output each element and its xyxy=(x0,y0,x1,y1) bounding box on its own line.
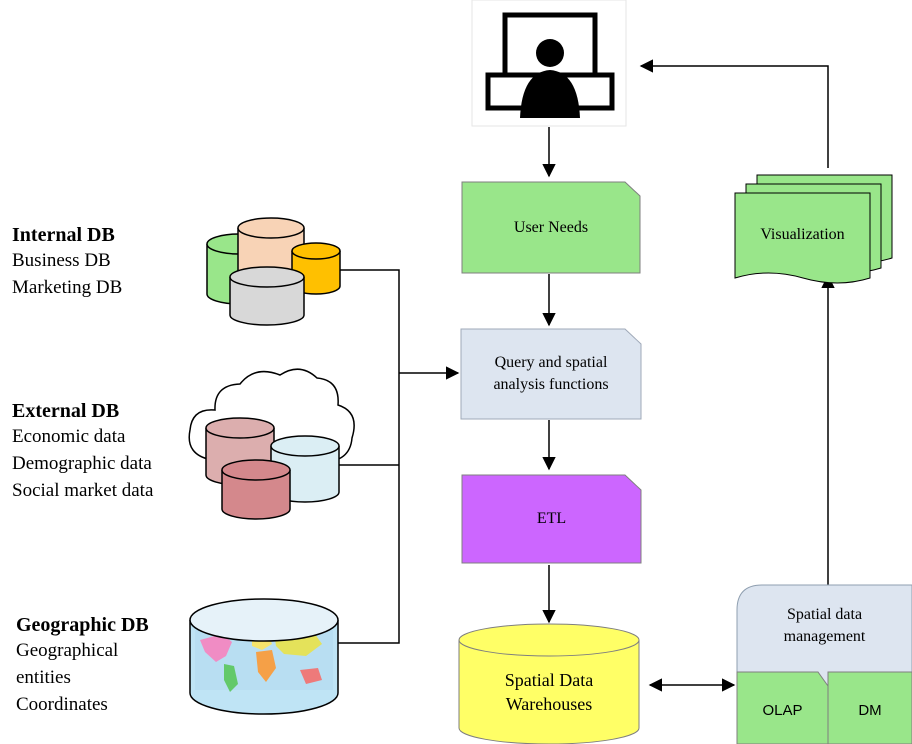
warehouse-label-line-2: Warehouses xyxy=(505,694,593,714)
user-needs-label: User Needs xyxy=(513,218,589,236)
internal-db-title: Internal DB xyxy=(12,224,115,246)
user-needs-box-shape xyxy=(461,181,641,274)
visualization-label: Visualization xyxy=(760,226,845,243)
geographic-db-line-3: Coordinates xyxy=(16,694,108,715)
warehouse-box: Spatial Data Warehouses xyxy=(459,660,639,724)
query-box-shape xyxy=(460,328,642,420)
internal-db-icon xyxy=(206,217,341,326)
query-label-line-2: analysis functions xyxy=(493,376,609,393)
management-label-line-1: Spatial data xyxy=(786,606,863,623)
management-box: Spatial data management xyxy=(737,590,912,662)
visualization-doc-stack xyxy=(734,174,893,284)
management-label-line-2: management xyxy=(783,628,866,645)
etl-label: ETL xyxy=(536,510,567,527)
user-needs-box: User Needs xyxy=(462,182,640,273)
external-db-line-3: Social market data xyxy=(12,480,154,501)
etl-box: ETL xyxy=(462,475,641,563)
external-db-line-1: Economic data xyxy=(12,426,126,447)
warehouse-cylinder xyxy=(458,623,640,744)
external-db-title: External DB xyxy=(12,400,120,422)
dm-label: DM xyxy=(858,702,882,719)
geographic-db-icon xyxy=(189,598,339,715)
olap-label: OLAP xyxy=(762,702,803,719)
warehouse-label-line-1: Spatial Data xyxy=(504,670,594,690)
dm-box: DM xyxy=(828,686,912,736)
external-db-icon xyxy=(188,368,355,520)
visualization-box: Visualization xyxy=(735,200,870,270)
etl-box-shape xyxy=(461,474,642,564)
connectors xyxy=(296,59,835,692)
internal-db-line-2: Marketing DB xyxy=(12,277,123,298)
management-group xyxy=(736,584,912,744)
olap-box: OLAP xyxy=(737,686,828,736)
external-db-line-2: Demographic data xyxy=(12,453,152,474)
geographic-db-title: Geographic DB xyxy=(16,614,149,636)
user-workstation-icon xyxy=(471,0,627,127)
geographic-db-line-1: Geographical xyxy=(16,640,119,661)
query-label-line-1: Query and spatial xyxy=(494,354,608,371)
geographic-db-line-2: entities xyxy=(16,667,71,688)
internal-db-line-1: Business DB xyxy=(12,250,111,271)
query-box: Query and spatial analysis functions xyxy=(461,333,641,415)
